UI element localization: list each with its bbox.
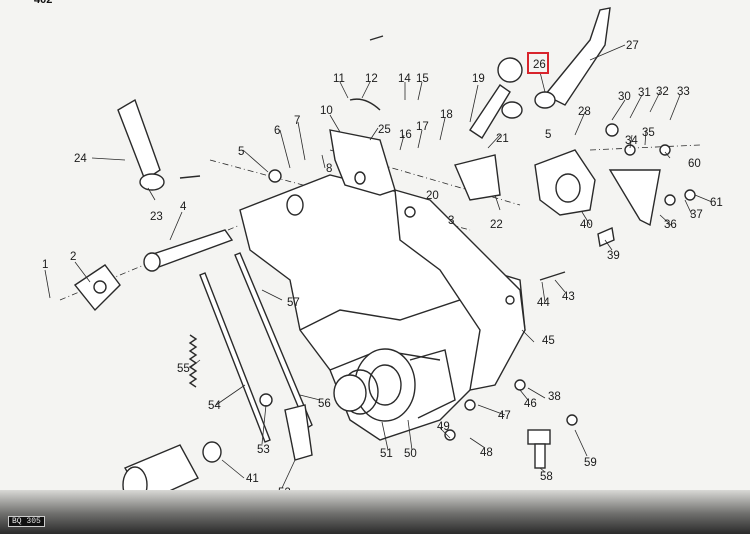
part-label: 31 bbox=[638, 87, 651, 99]
lever-24 bbox=[117, 98, 161, 182]
part-label: 21 bbox=[496, 133, 509, 145]
part-label: 7 bbox=[294, 115, 300, 127]
part-label: 6 bbox=[274, 125, 280, 137]
part-label: 38 bbox=[548, 391, 561, 403]
part-label: 8 bbox=[326, 163, 332, 175]
part-label: 34 bbox=[625, 135, 638, 147]
part-label: 24 bbox=[74, 153, 87, 165]
part-label: 41 bbox=[246, 473, 259, 485]
part-label: 45 bbox=[542, 335, 555, 347]
part-label: 60 bbox=[688, 158, 701, 170]
part-label: 5 bbox=[545, 129, 551, 141]
spring-56 bbox=[188, 334, 198, 388]
part-label: 2 bbox=[70, 251, 76, 263]
sector-40 bbox=[534, 149, 596, 216]
part-label: 12 bbox=[0, 0, 13, 3]
part-label: 47 bbox=[498, 410, 511, 422]
part-label: 14 bbox=[398, 73, 411, 85]
part-label: 44 bbox=[537, 297, 550, 309]
part-label: 28 bbox=[578, 106, 591, 118]
part-label: 61 bbox=[710, 197, 723, 209]
side-plate bbox=[394, 189, 526, 391]
part-label: 50 bbox=[404, 448, 417, 460]
part-label: 16 bbox=[399, 129, 412, 141]
part-label: 4 bbox=[180, 201, 187, 213]
bushing-26 bbox=[501, 91, 556, 119]
part-label: 36 bbox=[664, 219, 677, 231]
part-label: 3 bbox=[448, 215, 454, 227]
part-label: 20 bbox=[426, 190, 439, 202]
part-label: 48 bbox=[480, 447, 493, 459]
sleeve-41 bbox=[202, 441, 222, 463]
rod-58 bbox=[234, 252, 313, 430]
plate-10 bbox=[329, 129, 396, 196]
part-label: 18 bbox=[440, 109, 453, 121]
lever-19 bbox=[469, 84, 511, 139]
part-label: 19 bbox=[472, 73, 485, 85]
shaft-4 bbox=[149, 229, 234, 269]
part-label: 46 bbox=[524, 398, 537, 410]
part-label: 26 bbox=[533, 59, 546, 71]
part-label: 58 bbox=[540, 471, 553, 483]
part-label: 53 bbox=[257, 444, 270, 456]
page-number: 402 bbox=[34, 0, 53, 6]
part-label: 57 bbox=[287, 297, 300, 309]
part-label: 15 bbox=[416, 73, 429, 85]
highlight-box bbox=[527, 52, 549, 74]
part-label: 30 bbox=[618, 91, 631, 103]
part-label: 43 bbox=[562, 291, 575, 303]
part-label: 56 bbox=[318, 398, 331, 410]
part-label: 33 bbox=[677, 86, 690, 98]
part-label: 12 bbox=[365, 73, 378, 85]
part-label: 10 bbox=[320, 105, 333, 117]
part-label: 22 bbox=[490, 219, 503, 231]
part-label: 37 bbox=[690, 209, 703, 221]
part-label: 27 bbox=[626, 40, 639, 52]
handle-27 bbox=[543, 7, 611, 106]
part-label: 55 bbox=[177, 363, 190, 375]
part-label: 17 bbox=[416, 121, 429, 133]
flange-2 bbox=[73, 264, 121, 312]
part-label: 5 bbox=[238, 146, 244, 158]
part-label: 1 bbox=[42, 259, 48, 271]
part-label: 39 bbox=[607, 250, 620, 262]
part-label: 23 bbox=[150, 211, 163, 223]
fork-53 bbox=[284, 404, 313, 461]
part-label: 35 bbox=[642, 127, 655, 139]
part-label: 32 bbox=[656, 86, 669, 98]
part-label: 40 bbox=[580, 219, 593, 231]
part-label: 11 bbox=[333, 73, 345, 85]
part-label: 49 bbox=[437, 421, 450, 433]
footer-code: BQ 305 bbox=[8, 516, 45, 527]
bolt-59 bbox=[527, 429, 551, 469]
part-label: 59 bbox=[584, 457, 597, 469]
part-label: 25 bbox=[378, 124, 391, 136]
footer-band bbox=[0, 490, 750, 534]
part-label: 54 bbox=[208, 400, 221, 412]
part-label: 51 bbox=[380, 448, 393, 460]
